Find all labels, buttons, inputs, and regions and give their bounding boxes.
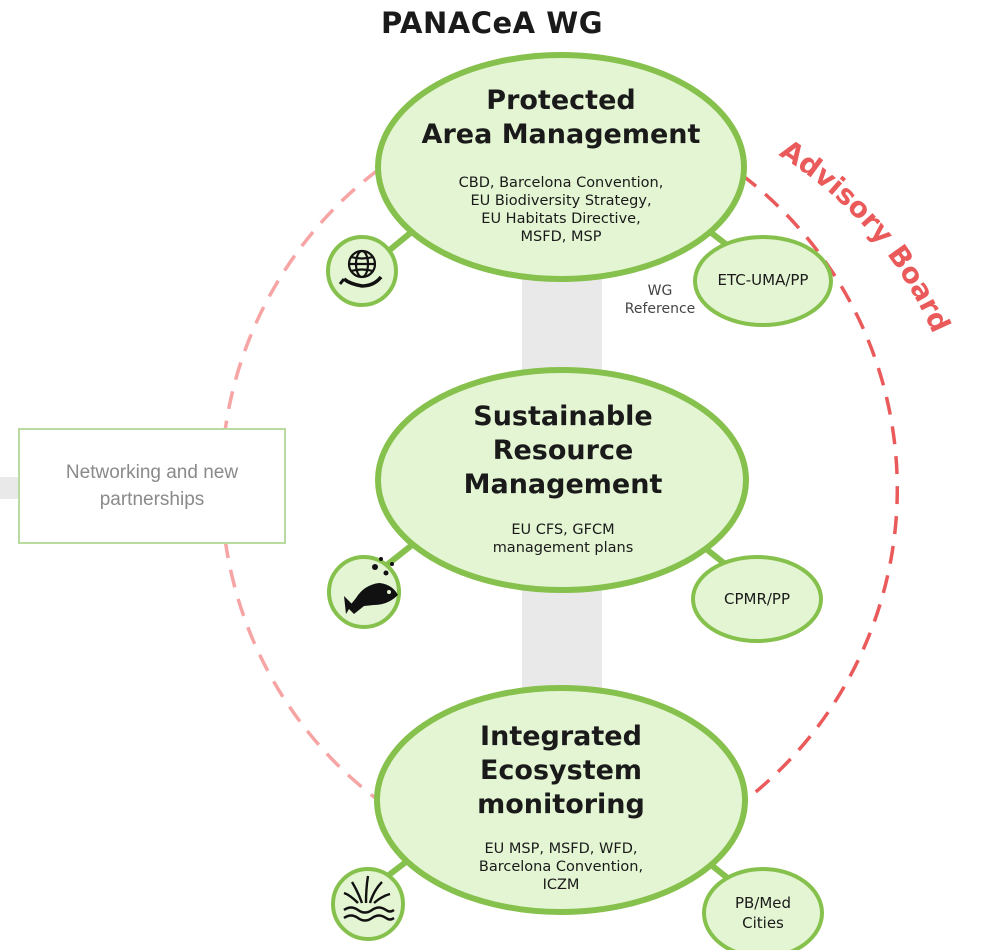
partner-1-label: ETC-UMA/PP [717, 271, 809, 289]
ref-line: management plans [492, 540, 634, 556]
node-1-refs: CBD, Barcelona Convention, EU Biodiversi… [418, 174, 704, 246]
node-3-title: Integrated Ecosystem monitoring [398, 720, 724, 822]
ref-line: MSFD, MSP [520, 229, 602, 245]
node-2-title: Sustainable Resource Management [398, 400, 728, 502]
node-2-refs: EU CFS, GFCM management plans [418, 521, 708, 557]
node-3-refs: EU MSP, MSFD, WFD, Barcelona Convention,… [418, 840, 704, 894]
node-2-title-line: Management [463, 469, 663, 500]
partner-3-line: Cities [742, 914, 784, 932]
node-3-title-line: Integrated [480, 721, 642, 752]
networking-line-1: Networking and new [65, 462, 239, 483]
node-1-title-line: Protected [486, 85, 636, 116]
globe-hand-icon [338, 249, 383, 288]
fish-icon [344, 557, 398, 614]
wg-reference-label: WG Reference [608, 282, 712, 318]
partner-3-line: PB/Med [734, 894, 792, 912]
page-title: PANACeA WG [380, 6, 604, 40]
ref-line: EU Biodiversity Strategy, [470, 193, 652, 209]
left-connector [0, 477, 20, 499]
node-3-title-line: monitoring [477, 789, 645, 820]
ref-line: CBD, Barcelona Convention, [458, 175, 664, 191]
ref-line: EU MSP, MSFD, WFD, [484, 841, 638, 857]
partner-3-label: PB/Med Cities [708, 893, 818, 933]
ref-line: EU Habitats Directive, [481, 211, 641, 227]
wg-reference-line: WG [647, 283, 673, 299]
advisory-board-arc [740, 173, 899, 797]
partner-ellipse-3 [702, 867, 824, 950]
partner-ellipse-1 [693, 235, 833, 327]
node-1-title-line: Area Management [421, 119, 701, 150]
node-integrated-monitoring [374, 685, 748, 915]
networking-line-2: partnerships [99, 489, 205, 510]
node-2-title-line: Resource [492, 435, 634, 466]
ref-line: ICZM [542, 877, 580, 893]
ref-line: Barcelona Convention, [478, 859, 644, 875]
node-1-title: Protected Area Management [398, 84, 724, 152]
wg-reference-line: Reference [624, 301, 696, 317]
node-2-title-line: Sustainable [473, 401, 653, 432]
icon-circle [331, 867, 405, 941]
partner-ellipse-2 [691, 555, 823, 643]
node-3-title-line: Ecosystem [479, 755, 643, 786]
icon-circle [326, 235, 398, 307]
ref-line: EU CFS, GFCM [511, 522, 615, 538]
partner-2-label: CPMR/PP [723, 590, 791, 608]
node-sustainable-resource [375, 367, 749, 593]
node-protected-area [375, 52, 747, 282]
networking-box: Networking and new partnerships [18, 428, 286, 544]
seagrass-icon [343, 875, 395, 922]
